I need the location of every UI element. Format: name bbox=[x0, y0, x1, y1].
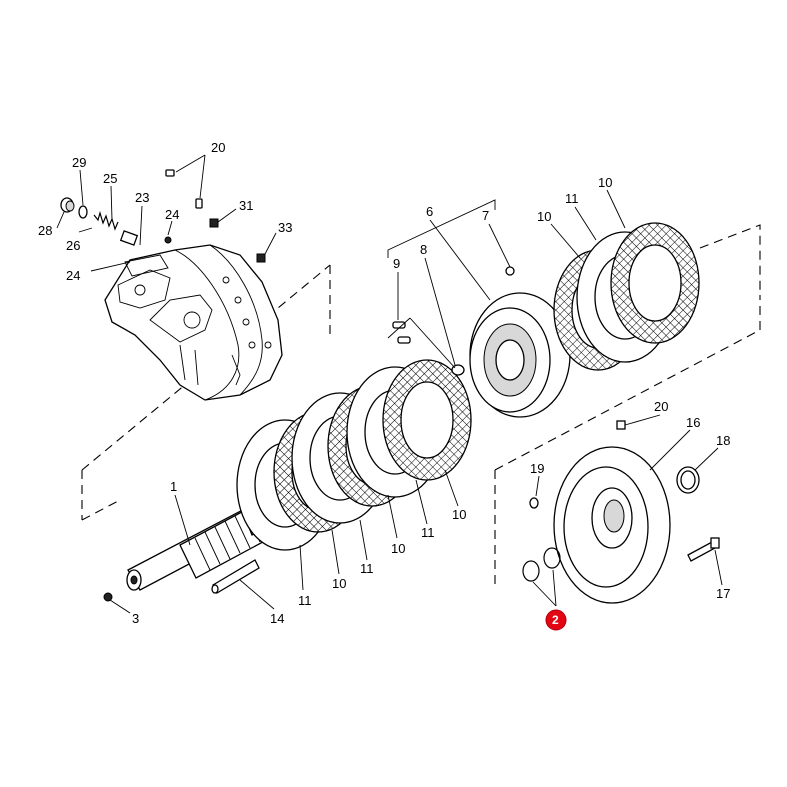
callout-14: 14 bbox=[270, 611, 284, 626]
washer-19 bbox=[529, 497, 539, 509]
leader-lines bbox=[56, 154, 723, 614]
callout-10-upper-right: 10 bbox=[598, 175, 612, 190]
callout-labels: 29 25 20 23 31 24 28 26 33 24 6 7 10 11 … bbox=[38, 140, 730, 626]
callout-11-lower-left: 11 bbox=[298, 593, 312, 608]
seal-ring-7 bbox=[505, 266, 515, 276]
callout-23: 23 bbox=[135, 190, 149, 205]
callout-6: 6 bbox=[426, 204, 433, 219]
highlighted-callout-2[interactable]: 2 bbox=[545, 609, 567, 631]
callout-7: 7 bbox=[482, 208, 489, 223]
callout-1: 1 bbox=[170, 479, 177, 494]
callout-24-lower: 24 bbox=[66, 268, 80, 283]
callout-9: 9 bbox=[393, 256, 400, 271]
washer-26 bbox=[78, 205, 88, 219]
callout-16: 16 bbox=[686, 415, 700, 430]
callout-24-upper: 24 bbox=[165, 207, 179, 222]
piston bbox=[469, 292, 571, 418]
callout-8: 8 bbox=[420, 242, 427, 257]
callout-25: 25 bbox=[103, 171, 117, 186]
plug-28 bbox=[60, 197, 75, 213]
pin-14 bbox=[211, 559, 260, 594]
callout-11-upper: 11 bbox=[565, 191, 579, 206]
sleeve-23 bbox=[119, 230, 139, 246]
callout-29: 29 bbox=[72, 155, 86, 170]
assembly-frame-lines bbox=[81, 199, 761, 590]
callout-3: 3 bbox=[132, 611, 139, 626]
plug-33 bbox=[256, 253, 266, 263]
callout-10-upper-left: 10 bbox=[537, 209, 551, 224]
callout-11-lower-mid: 11 bbox=[360, 561, 374, 576]
callout-10-lower-right: 10 bbox=[452, 507, 466, 522]
callout-20-lower: 20 bbox=[654, 399, 668, 414]
plug-20-lower bbox=[616, 420, 626, 430]
friction-plate-upper-2 bbox=[610, 222, 700, 344]
cover-16 bbox=[553, 446, 671, 604]
callout-20-top: 20 bbox=[211, 140, 225, 155]
plug-31 bbox=[209, 218, 219, 228]
friction-plate-lower-3 bbox=[382, 359, 472, 481]
callout-17: 17 bbox=[716, 586, 730, 601]
callout-18: 18 bbox=[716, 433, 730, 448]
o-rings-2 bbox=[522, 547, 561, 582]
callout-10-lower-mid: 10 bbox=[391, 541, 405, 556]
seal-18 bbox=[676, 466, 700, 494]
nut-3 bbox=[103, 592, 113, 602]
bolt-20-top bbox=[165, 169, 203, 209]
pin-24-upper bbox=[164, 236, 172, 244]
callout-2: 2 bbox=[552, 613, 559, 627]
transmission-housing bbox=[104, 244, 283, 401]
callout-19: 19 bbox=[530, 461, 544, 476]
callout-26: 26 bbox=[66, 238, 80, 253]
callout-28: 28 bbox=[38, 223, 52, 238]
callout-33: 33 bbox=[278, 220, 292, 235]
callout-11-lower-right: 11 bbox=[421, 525, 435, 540]
spring-25 bbox=[93, 210, 119, 231]
bolt-17 bbox=[687, 537, 720, 562]
callout-10-lower-left: 10 bbox=[332, 576, 346, 591]
callout-31: 31 bbox=[239, 198, 253, 213]
